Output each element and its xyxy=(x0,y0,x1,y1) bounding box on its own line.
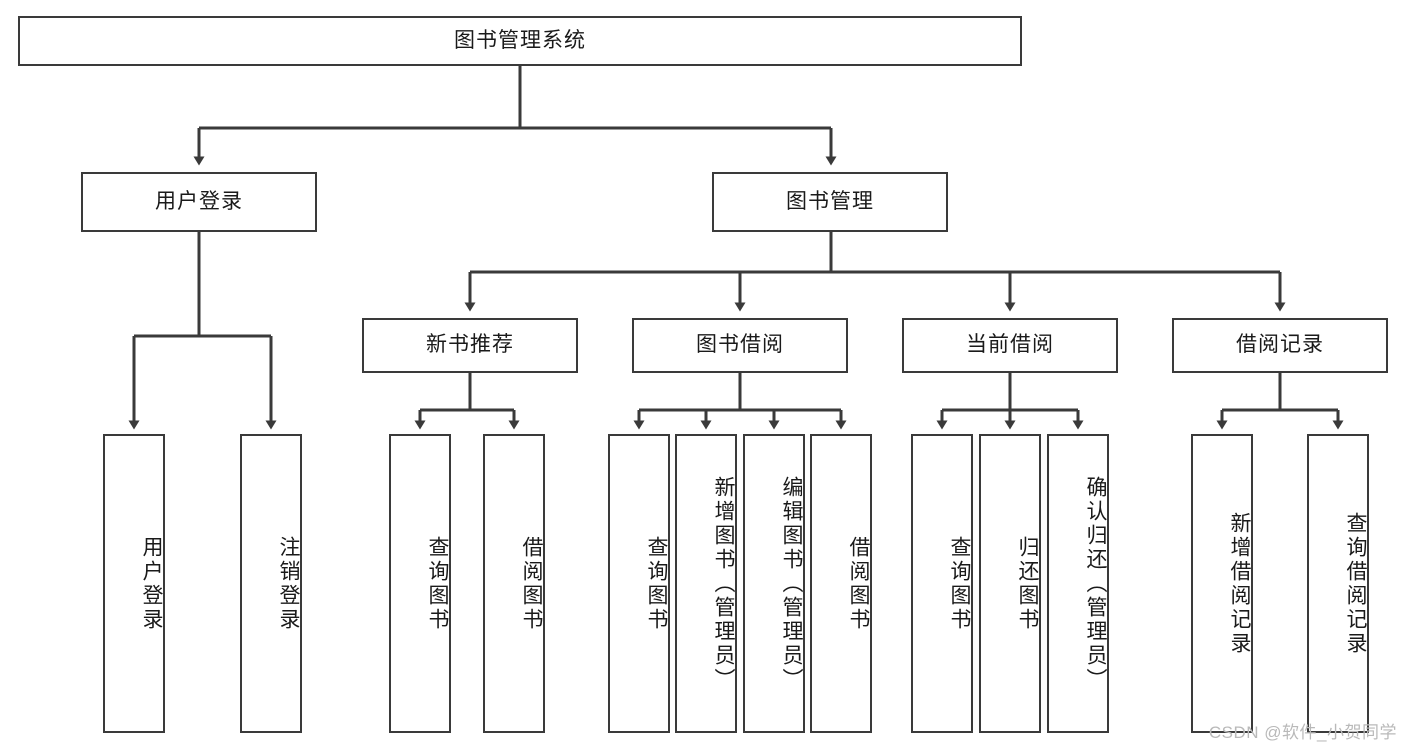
node-leaf-add-book[interactable]: 新增图书（管理员） xyxy=(675,434,737,733)
node-leaf-borrow-book-rec[interactable]: 借阅图书 xyxy=(483,434,545,733)
node-leaf-user-login[interactable]: 用户登录 xyxy=(103,434,165,733)
node-leaf-edit-book-label: 编辑图书（管理员） xyxy=(780,475,803,692)
node-leaf-query-book-rec[interactable]: 查询图书 xyxy=(389,434,451,733)
node-leaf-query-book-bb[interactable]: 查询图书 xyxy=(608,434,670,733)
node-user-login[interactable]: 用户登录 xyxy=(81,172,317,232)
node-leaf-borrow-book-rec-label: 借阅图书 xyxy=(520,535,543,632)
node-current-borrow[interactable]: 当前借阅 xyxy=(902,318,1118,373)
node-leaf-add-book-label: 新增图书（管理员） xyxy=(712,475,735,692)
node-leaf-borrow-book-bb-label: 借阅图书 xyxy=(847,535,870,632)
node-leaf-user-login-label: 用户登录 xyxy=(140,535,163,632)
node-current-borrow-label: 当前借阅 xyxy=(966,333,1054,357)
node-new-book-recommend-label: 新书推荐 xyxy=(426,333,514,357)
node-leaf-add-record-label: 新增借阅记录 xyxy=(1228,511,1251,656)
node-leaf-confirm-return-label: 确认归还（管理员） xyxy=(1084,475,1107,692)
node-leaf-query-book-bb-label: 查询图书 xyxy=(645,535,668,632)
node-book-borrow[interactable]: 图书借阅 xyxy=(632,318,848,373)
watermark: CSDN @软件_小贺同学 xyxy=(1208,723,1397,742)
node-user-login-label: 用户登录 xyxy=(155,189,243,213)
node-leaf-user-logout[interactable]: 注销登录 xyxy=(240,434,302,733)
node-borrow-record[interactable]: 借阅记录 xyxy=(1172,318,1388,373)
node-leaf-return-book-label: 归还图书 xyxy=(1016,535,1039,632)
node-leaf-borrow-book-bb[interactable]: 借阅图书 xyxy=(810,434,872,733)
node-leaf-query-book-cb-label: 查询图书 xyxy=(948,535,971,632)
node-borrow-record-label: 借阅记录 xyxy=(1236,333,1324,357)
node-leaf-query-record-label: 查询借阅记录 xyxy=(1344,511,1367,656)
node-leaf-query-book-rec-label: 查询图书 xyxy=(426,535,449,632)
node-leaf-query-record[interactable]: 查询借阅记录 xyxy=(1307,434,1369,733)
node-leaf-user-logout-label: 注销登录 xyxy=(277,535,300,632)
node-new-book-recommend[interactable]: 新书推荐 xyxy=(362,318,578,373)
node-leaf-query-book-cb[interactable]: 查询图书 xyxy=(911,434,973,733)
node-leaf-add-record[interactable]: 新增借阅记录 xyxy=(1191,434,1253,733)
node-root-label: 图书管理系统 xyxy=(454,28,586,52)
node-book-manage-label: 图书管理 xyxy=(786,189,874,213)
node-book-manage[interactable]: 图书管理 xyxy=(712,172,948,232)
node-root[interactable]: 图书管理系统 xyxy=(18,16,1022,66)
node-book-borrow-label: 图书借阅 xyxy=(696,333,784,357)
node-leaf-edit-book[interactable]: 编辑图书（管理员） xyxy=(743,434,805,733)
node-leaf-confirm-return[interactable]: 确认归还（管理员） xyxy=(1047,434,1109,733)
node-leaf-return-book[interactable]: 归还图书 xyxy=(979,434,1041,733)
